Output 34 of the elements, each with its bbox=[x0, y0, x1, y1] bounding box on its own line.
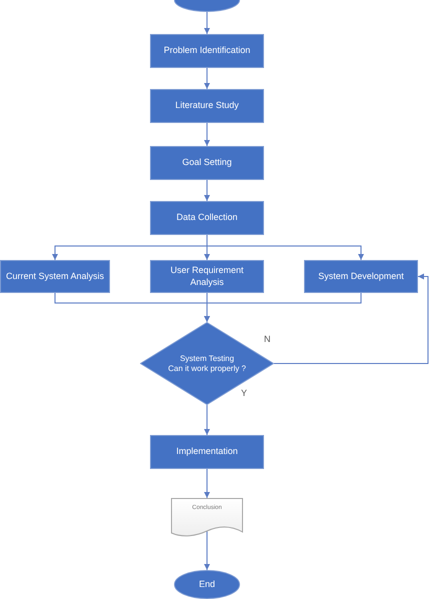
step-label: Goal Setting bbox=[181, 157, 233, 169]
step-label: System Development bbox=[317, 270, 405, 282]
step-label: Implementation bbox=[175, 446, 239, 458]
arrow bbox=[204, 404, 210, 436]
step-label: User Requirement Analysis bbox=[169, 265, 245, 288]
process-box bbox=[150, 435, 264, 469]
arrow bbox=[204, 530, 210, 570]
process-box bbox=[150, 146, 264, 180]
decision-diamond bbox=[140, 322, 274, 405]
process-box bbox=[0, 260, 110, 293]
arrow bbox=[204, 292, 362, 322]
arrow bbox=[206, 234, 364, 260]
decision-label: System Testing bbox=[178, 354, 236, 364]
terminal-oval bbox=[174, 570, 240, 599]
process-box bbox=[150, 260, 264, 293]
step-label: Data Collection bbox=[175, 212, 239, 224]
process-box bbox=[150, 89, 264, 123]
edge-label: Y bbox=[240, 388, 248, 399]
arrow bbox=[204, 68, 210, 90]
step-label: Problem Identification bbox=[162, 45, 252, 57]
terminal-label: End bbox=[198, 578, 216, 590]
step-label: Current System Analysis bbox=[4, 270, 106, 282]
arrow bbox=[204, 468, 210, 498]
step-label: Literature Study bbox=[174, 100, 240, 112]
document-shape bbox=[171, 498, 243, 537]
edge-label: N bbox=[263, 334, 272, 345]
decision-label: Can it work properly ? bbox=[167, 364, 247, 374]
arrow bbox=[204, 180, 210, 202]
process-box bbox=[304, 260, 418, 293]
arrow bbox=[274, 274, 428, 364]
process-box bbox=[150, 201, 264, 235]
arrow bbox=[204, 12, 210, 34]
process-box bbox=[150, 34, 264, 68]
arrow bbox=[204, 122, 210, 146]
